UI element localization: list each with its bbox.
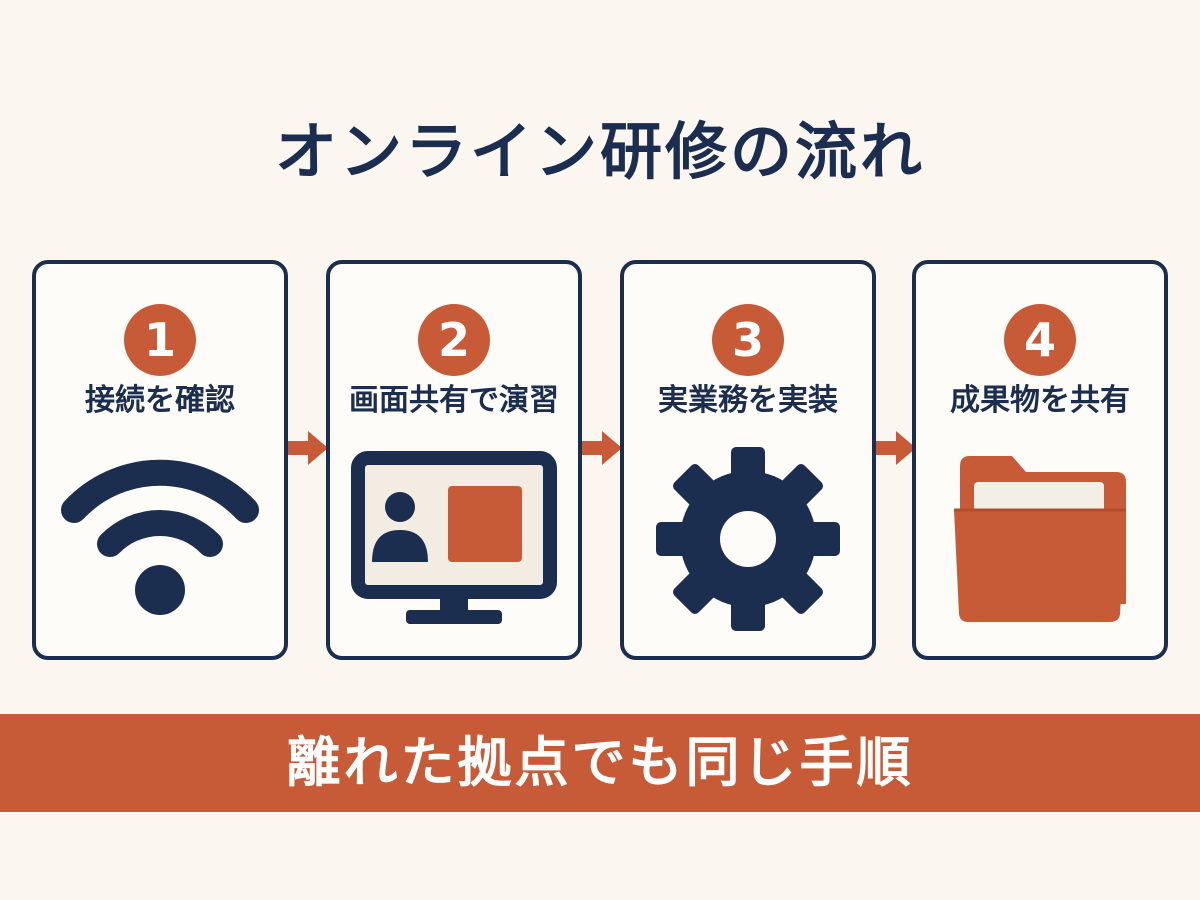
banner-text: 離れた拠点でも同じ手順 <box>286 731 914 794</box>
step-number-badge: 3 <box>712 304 784 376</box>
arrow-right-icon <box>288 431 328 465</box>
step-card-1: 1 接続を確認 <box>32 260 288 660</box>
monitor-icon <box>351 451 557 624</box>
step-card-2: 2 画面共有で演習 <box>326 260 582 660</box>
wifi-icon <box>61 459 259 615</box>
step-label: 画面共有で演習 <box>349 383 559 418</box>
page-title: オンライン研修の流れ <box>274 115 925 188</box>
arrow-right-icon <box>582 431 622 465</box>
folder-icon <box>954 456 1126 622</box>
step-number-badge: 1 <box>124 304 196 376</box>
step-card-4: 4 成果物を共有 <box>912 260 1168 660</box>
summary-banner: 離れた拠点でも同じ手順 <box>0 714 1200 812</box>
step-label: 成果物を共有 <box>950 383 1130 418</box>
step-label: 接続を確認 <box>85 383 235 418</box>
step-card-3: 3 実業務を実装 <box>620 260 876 660</box>
step-number-badge: 4 <box>1004 304 1076 376</box>
step-label: 実業務を実装 <box>658 383 838 418</box>
arrow-right-icon <box>876 431 916 465</box>
gear-icon <box>656 447 840 631</box>
step-number-badge: 2 <box>418 304 490 376</box>
